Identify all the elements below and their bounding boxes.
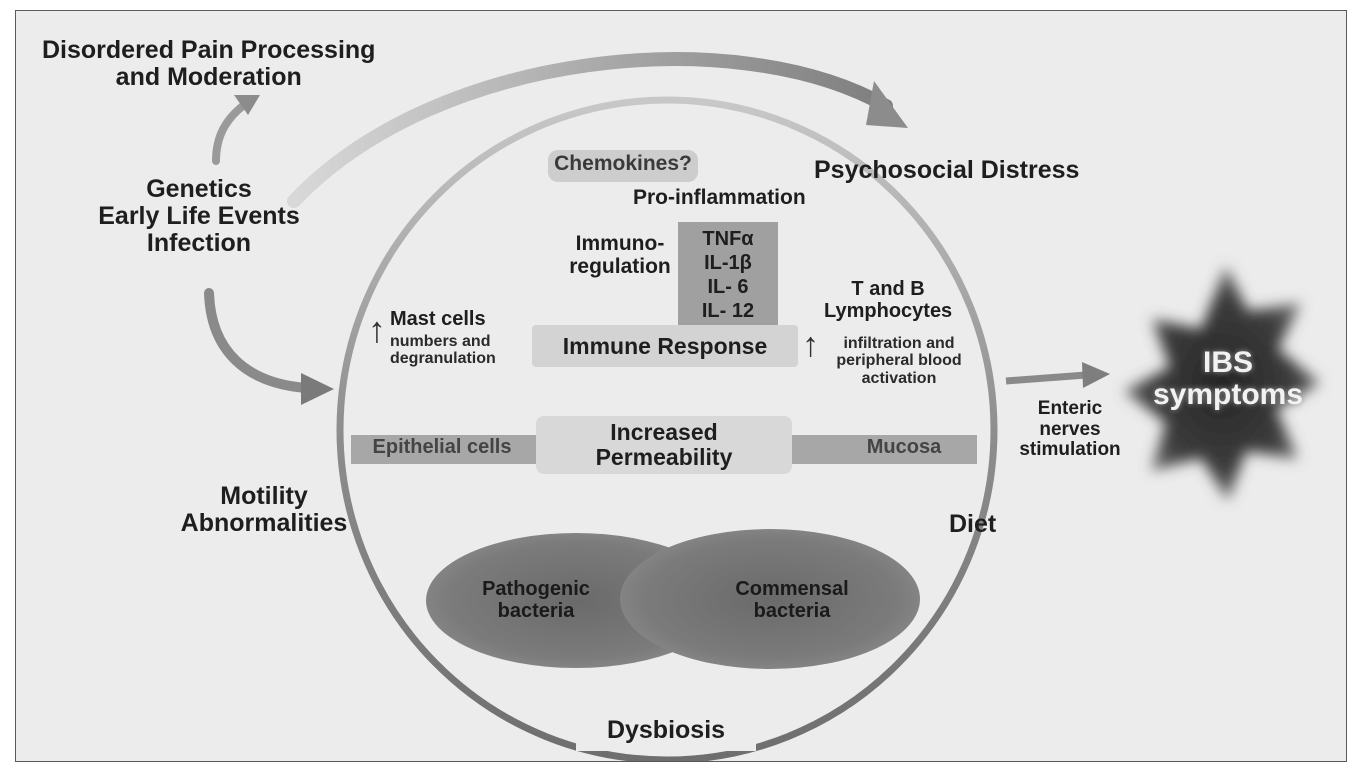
chemokines-box — [548, 150, 698, 182]
lymphocytes-detail: infiltration and peripheral blood activa… — [836, 335, 962, 387]
mucosa-label: Mucosa — [866, 436, 942, 458]
arrowhead-psychosocial — [866, 81, 908, 128]
mast-cells-label: Mast cells — [390, 308, 486, 330]
arrowhead-ibs — [1082, 362, 1110, 388]
epithelial-label: Epithelial cells — [372, 436, 512, 458]
straight-arrow-icon — [1005, 371, 1087, 385]
motility-label: Motility Abnormalities — [180, 482, 348, 537]
psychosocial-label: Psychosocial Distress — [814, 156, 1080, 184]
lymphocytes-label: T and B Lymphocytes — [824, 278, 953, 322]
immune-response-label: Immune Response — [562, 333, 768, 359]
immunoregulation-label: Immuno- regulation — [569, 232, 671, 278]
cytokines-list: TNFα IL-1β IL- 6 IL- 12 — [701, 228, 755, 322]
main-circle — [336, 96, 998, 761]
diet-label: Diet — [949, 510, 997, 538]
dysbiosis-label: Dysbiosis — [606, 716, 726, 744]
pain-processing-label: Disordered Pain Processing and Moderatio… — [42, 36, 376, 91]
commensal-blob — [620, 529, 920, 669]
proinflammation-label: Pro-inflammation — [633, 186, 806, 209]
permeability-label: Increased Permeability — [595, 419, 733, 470]
diagram-frame: Disordered Pain Processing and Moderatio… — [15, 10, 1347, 762]
pathogenic-label: Pathogenic bacteria — [482, 578, 590, 622]
arrowhead-pain — [234, 95, 260, 115]
ibs-star-shape — [1124, 266, 1320, 501]
commensal-label: Commensal bacteria — [735, 578, 849, 622]
immune-response-box — [532, 325, 798, 367]
arrowhead-circle — [301, 373, 334, 405]
curved-arrow-icon — [212, 101, 248, 165]
genetics-label: Genetics Early Life Events Infection — [98, 175, 300, 257]
dysbiosis-bg — [576, 715, 756, 751]
ibs-symptoms-label: IBS symptoms — [1152, 346, 1304, 412]
up-arrow-icon: ↑ — [802, 326, 819, 364]
up-arrow-icon: ↑ — [368, 309, 386, 350]
mast-cells-detail: numbers and degranulation — [390, 333, 496, 368]
curved-arrow-icon — [287, 52, 893, 208]
cytokine-box — [678, 222, 778, 334]
diagram-graphics — [204, 52, 1320, 761]
chemokines-label: Chemokines? — [554, 152, 692, 175]
permeability-box — [536, 416, 792, 474]
curved-arrow-icon — [204, 288, 311, 393]
enteric-label: Enteric nerves stimulation — [1019, 398, 1121, 461]
